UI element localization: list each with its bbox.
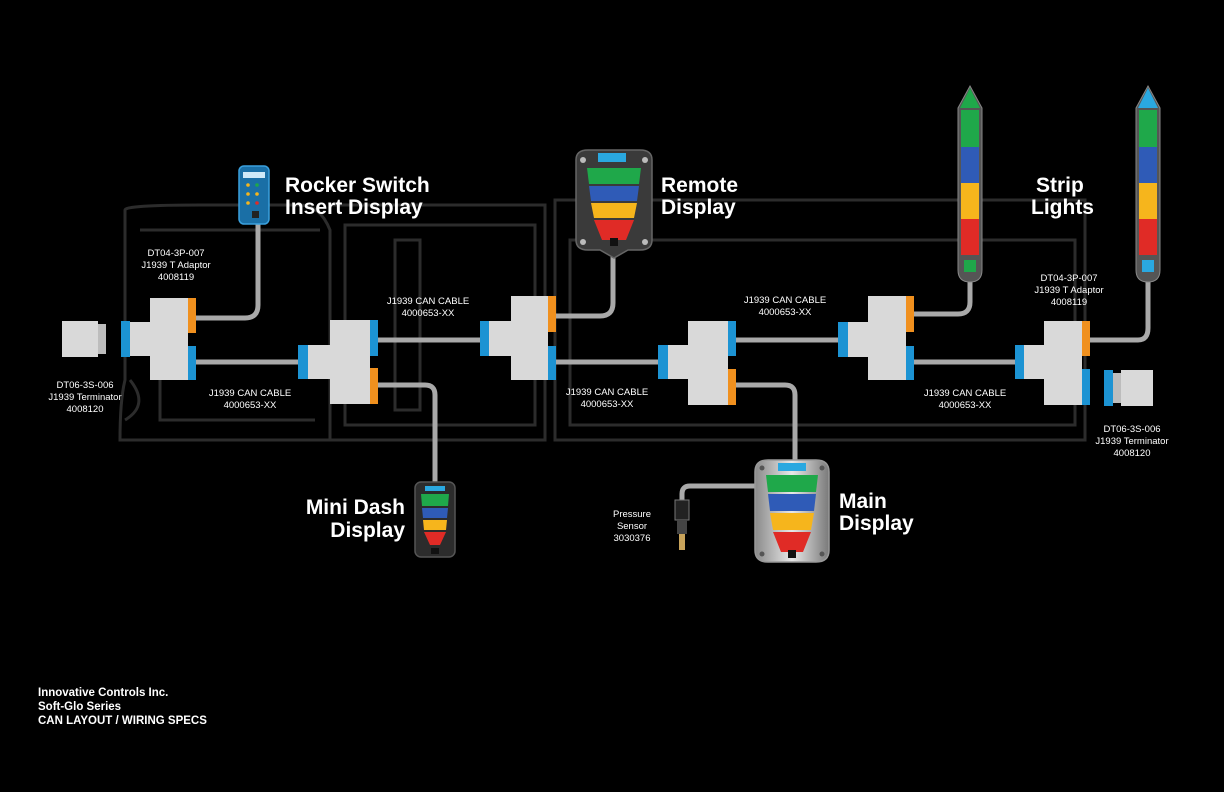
strip-light-icon xyxy=(1135,84,1161,283)
svg-text:J1939 Terminator: J1939 Terminator xyxy=(1095,436,1168,447)
cable-label: J1939 CAN CABLE 4000653-XX xyxy=(387,296,469,319)
svg-text:DT04-3P-007: DT04-3P-007 xyxy=(1040,273,1097,284)
svg-text:J1939 Terminator: J1939 Terminator xyxy=(48,392,121,403)
remote-display-icon xyxy=(575,149,653,259)
svg-text:J1939 CAN CABLE: J1939 CAN CABLE xyxy=(387,296,469,307)
svg-text:J1939 CAN CABLE: J1939 CAN CABLE xyxy=(566,387,648,398)
t-adaptor-4 xyxy=(658,321,736,405)
t-adaptor-1 xyxy=(130,298,196,380)
cable-label: J1939 CAN CABLE 4000653-XX xyxy=(924,388,1006,411)
svg-text:4000653-XX: 4000653-XX xyxy=(581,399,634,410)
main-display-icon xyxy=(754,459,830,563)
svg-text:DT04-3P-007: DT04-3P-007 xyxy=(147,248,204,259)
document-title: CAN LAYOUT / WIRING SPECS xyxy=(38,715,207,727)
svg-text:J1939 T Adaptor: J1939 T Adaptor xyxy=(1034,285,1103,296)
rocker-switch-title-line2: Insert Display xyxy=(285,196,423,219)
strip-light-icon xyxy=(957,84,983,283)
svg-text:J1939 CAN CABLE: J1939 CAN CABLE xyxy=(744,295,826,306)
svg-text:4000653-XX: 4000653-XX xyxy=(224,400,277,411)
cable-label: J1939 CAN CABLE 4000653-XX xyxy=(209,388,291,411)
mini-dash-title-line2: Display xyxy=(330,519,405,542)
footer: Innovative Controls Inc. Soft-Glo Series… xyxy=(38,686,207,728)
terminator-right xyxy=(1104,370,1153,406)
main-title-line2: Display xyxy=(839,512,914,535)
series-name: Soft-Glo Series xyxy=(38,701,122,713)
strip-lights-title-line2: Lights xyxy=(1031,196,1094,219)
t-adaptor-5 xyxy=(838,296,914,380)
remote-title-line1: Remote xyxy=(661,174,738,197)
cable-label: J1939 CAN CABLE 4000653-XX xyxy=(566,387,648,410)
t-adaptor-2 xyxy=(298,320,378,404)
cable-pressure-sensor xyxy=(679,483,763,505)
svg-text:4000653-XX: 4000653-XX xyxy=(759,307,812,318)
svg-text:4000653-XX: 4000653-XX xyxy=(402,308,455,319)
svg-text:4008120: 4008120 xyxy=(1114,448,1151,459)
svg-text:J1939 T Adaptor: J1939 T Adaptor xyxy=(141,260,210,271)
company-name: Innovative Controls Inc. xyxy=(38,687,169,699)
svg-text:Sensor: Sensor xyxy=(617,521,647,532)
t-adaptor-right-label: DT04-3P-007 J1939 T Adaptor 4008119 xyxy=(1034,273,1103,308)
cable-rocker-drop xyxy=(192,219,261,321)
svg-text:J1939 CAN CABLE: J1939 CAN CABLE xyxy=(209,388,291,399)
svg-text:4008119: 4008119 xyxy=(158,272,194,283)
main-title-line1: Main xyxy=(839,490,887,513)
cable-mini-dash-drop xyxy=(375,382,438,488)
terminator-right-label: DT06-3S-006 J1939 Terminator 4008120 xyxy=(1095,424,1168,459)
svg-text:DT06-3S-006: DT06-3S-006 xyxy=(1103,424,1160,435)
svg-text:4008119: 4008119 xyxy=(1051,297,1087,308)
t-adaptor-6 xyxy=(1015,321,1090,405)
svg-text:J1939 CAN CABLE: J1939 CAN CABLE xyxy=(924,388,1006,399)
pressure-sensor-icon xyxy=(674,499,690,550)
cable-remote-drop xyxy=(550,252,616,319)
svg-text:4008120: 4008120 xyxy=(67,404,104,415)
svg-text:3030376: 3030376 xyxy=(614,533,651,544)
mini-dash-display-icon xyxy=(414,481,456,558)
cable-strip2-drop xyxy=(1087,277,1151,343)
rocker-switch-title-line1: Rocker Switch xyxy=(285,174,430,197)
can-cables xyxy=(192,219,1151,505)
t-adaptor-3 xyxy=(480,296,556,380)
rocker-switch-display-icon xyxy=(238,165,270,225)
strip-lights-title-line1: Strip xyxy=(1036,174,1084,197)
svg-text:Pressure: Pressure xyxy=(613,509,651,520)
remote-title-line2: Display xyxy=(661,196,736,219)
cable-strip1-drop xyxy=(909,277,973,317)
svg-text:DT06-3S-006: DT06-3S-006 xyxy=(56,380,113,391)
terminator-left-label: DT06-3S-006 J1939 Terminator 4008120 xyxy=(48,380,121,415)
t-adaptor-left-label: DT04-3P-007 J1939 T Adaptor 4008119 xyxy=(141,248,210,283)
cable-label: J1939 CAN CABLE 4000653-XX xyxy=(744,295,826,318)
pressure-sensor-label: Pressure Sensor 3030376 xyxy=(613,509,651,544)
terminator-left xyxy=(62,321,130,357)
svg-text:4000653-XX: 4000653-XX xyxy=(939,400,992,411)
mini-dash-title-line1: Mini Dash xyxy=(306,496,405,519)
cable-main-drop xyxy=(732,382,798,465)
